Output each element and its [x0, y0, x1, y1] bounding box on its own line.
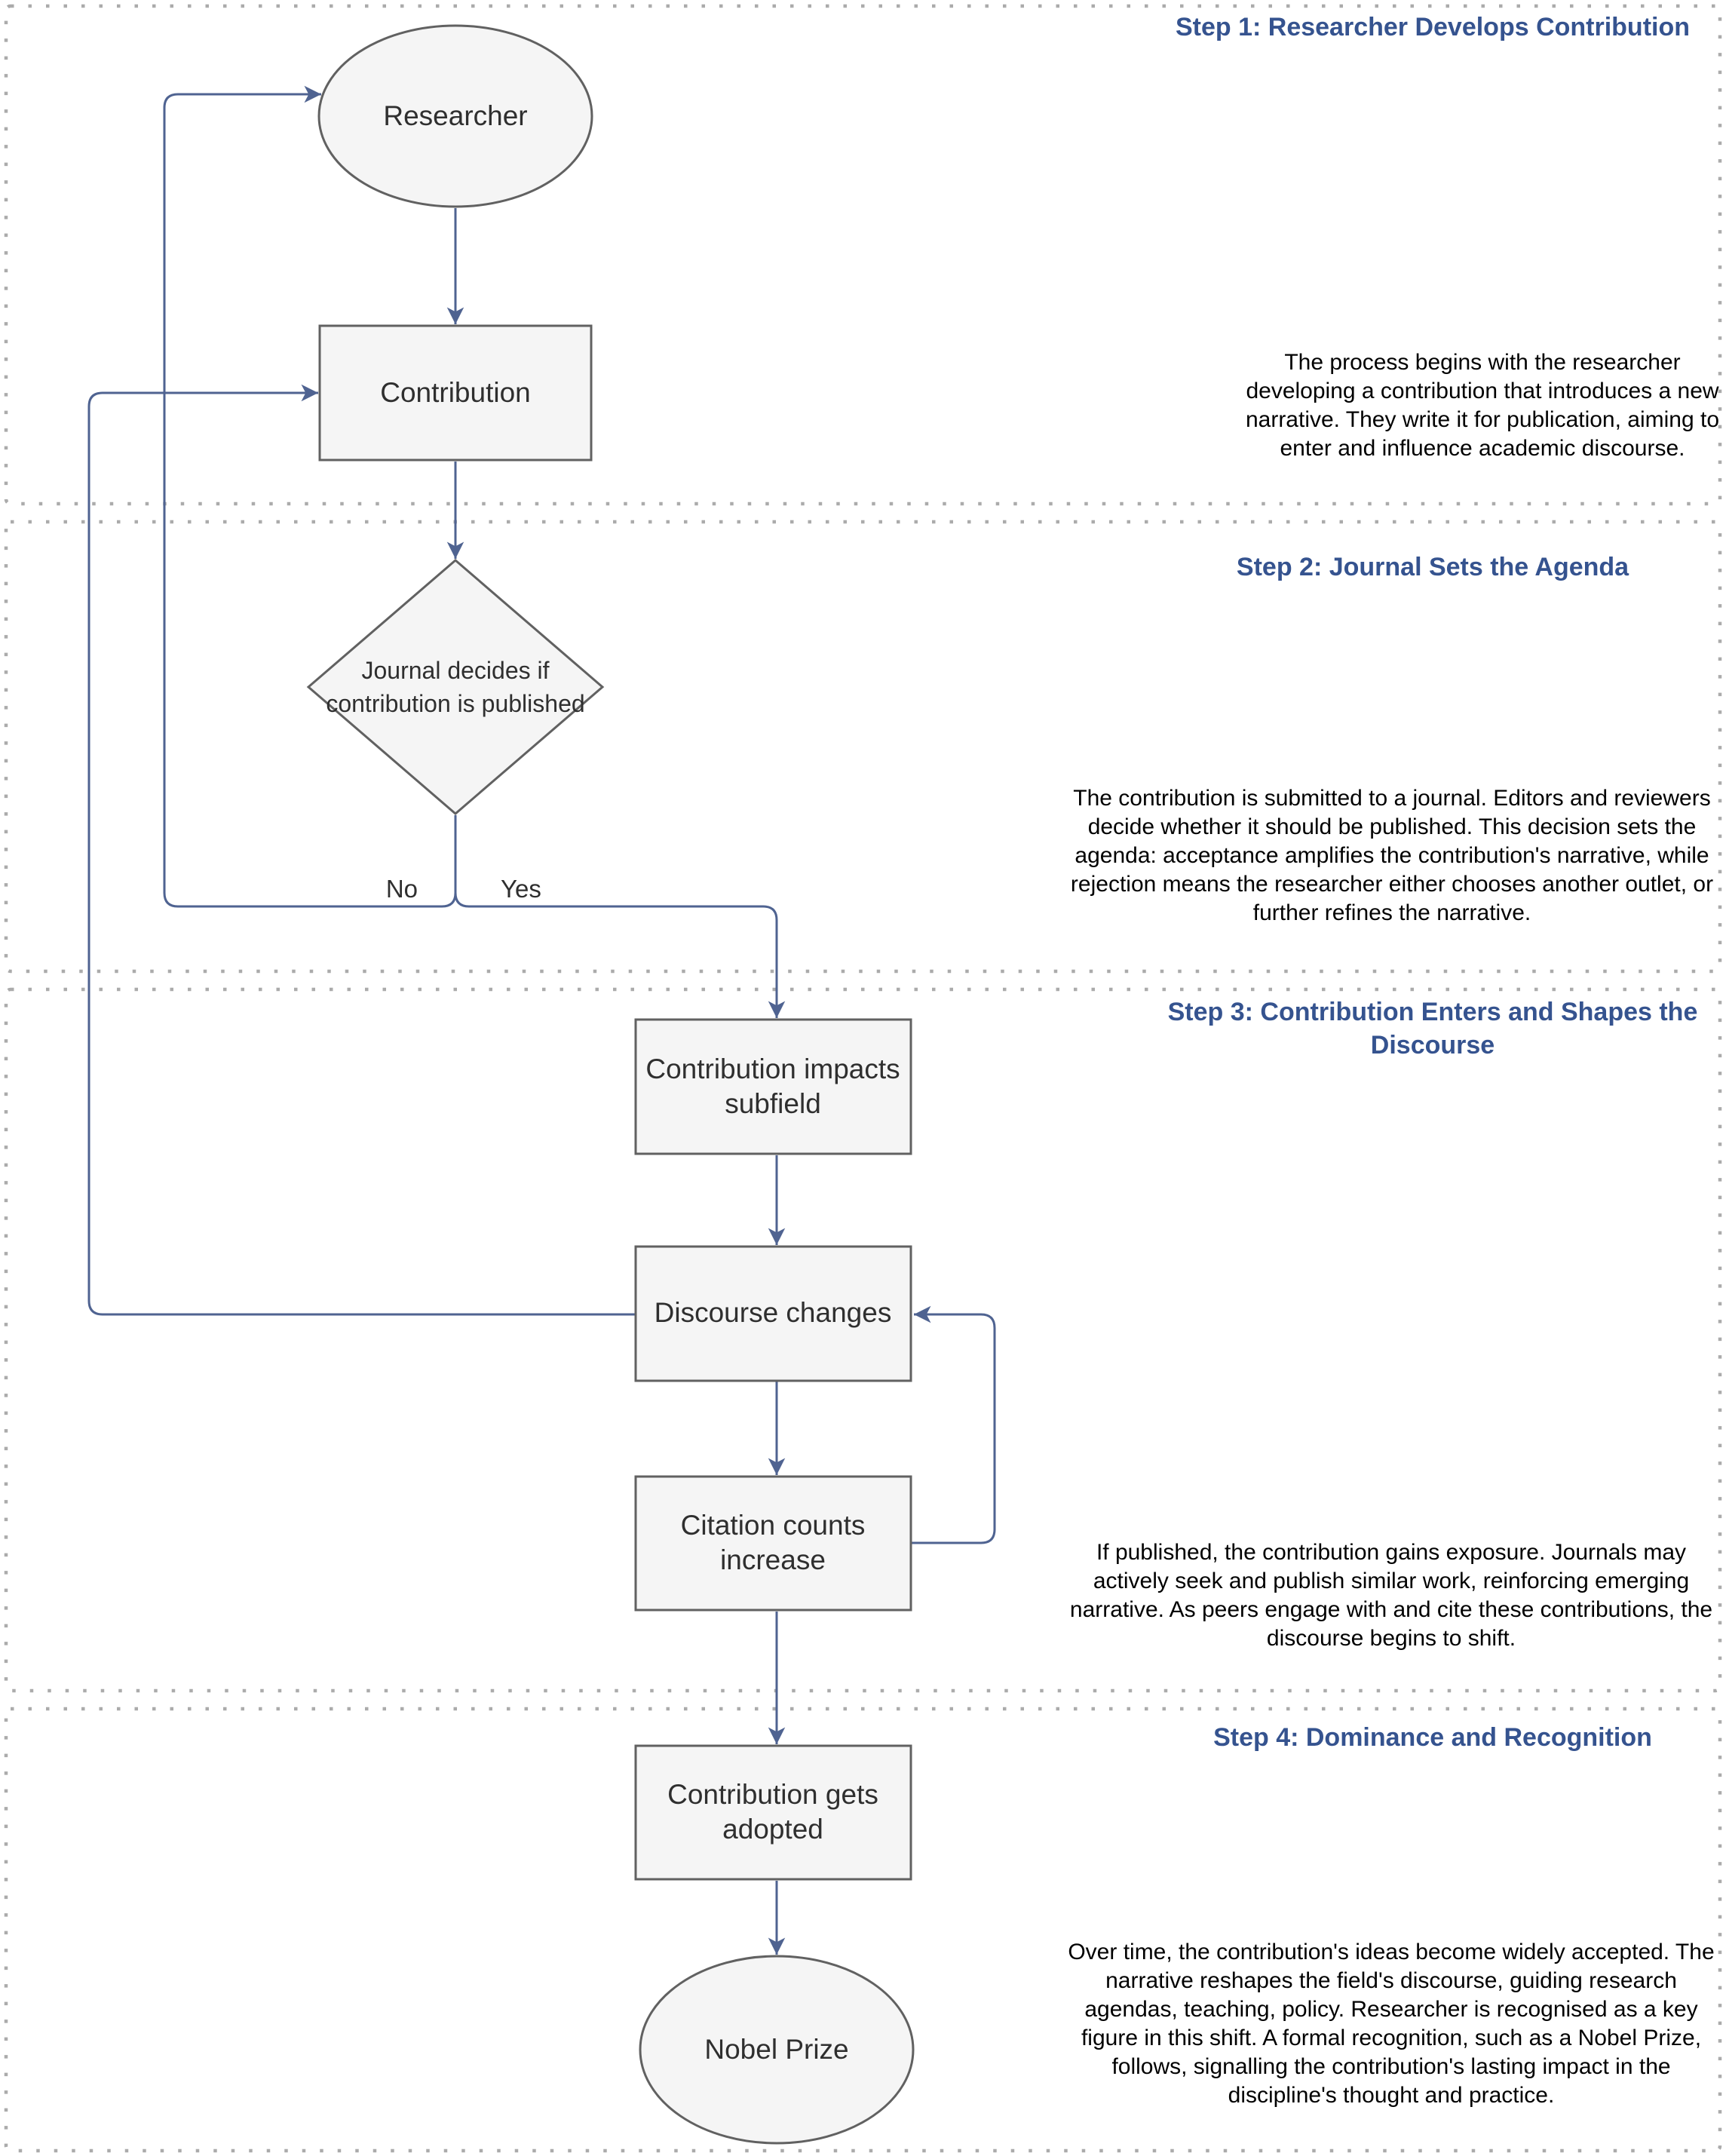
step4-description: Over time, the contribution's ideas beco… [1068, 1940, 1715, 2108]
edge-citations-to-discourse-loop [912, 1305, 996, 1544]
adopted-node-label: Contribution gets adopted [667, 1779, 878, 1845]
section-border-step3 [4, 987, 1722, 1693]
section-border-step1 [4, 4, 1722, 506]
step4-title: Step 4: Dominance and Recognition [1213, 1723, 1652, 1752]
researcher-node-shape [317, 24, 593, 208]
edge-decision-no-to-researcher [163, 85, 457, 908]
impacts-subfield-node-label: Contribution impacts subfield [645, 1053, 900, 1119]
citation-counts-node-label: Citation counts increase [680, 1510, 866, 1575]
step3-description: If published, the contribution gains exp… [1069, 1540, 1713, 1651]
section-border-step4 [4, 1707, 1722, 2153]
citation-counts-node-shape [634, 1475, 912, 1612]
section-border-step2 [4, 520, 1722, 974]
decision-yes-branch-label: Yes [501, 875, 541, 903]
step1-title: Step 1: Researcher Develops Contribution [1175, 13, 1691, 41]
step3-title: Step 3: Contribution Enters and Shapes t… [1167, 998, 1698, 1060]
nobel-prize-node-shape [639, 1955, 915, 2145]
contribution-node-label: Contribution [380, 377, 531, 408]
nobel-prize-node-label: Nobel Prize [704, 2034, 849, 2065]
decision-diamond-label: Journal decides if contribution is publi… [326, 657, 585, 717]
step2-description: The contribution is submitted to a journ… [1070, 786, 1714, 925]
adopted-node-shape [634, 1744, 912, 1881]
decision-no-branch-label: No [385, 875, 418, 903]
researcher-node-label: Researcher [383, 100, 528, 131]
impacts-subfield-node-shape [634, 1018, 912, 1155]
edge-discourse-to-contribution-loop [87, 384, 635, 1316]
edge-decision-yes-to-impacts [454, 815, 786, 1018]
discourse-changes-node-shape [634, 1245, 912, 1382]
discourse-changes-node-label: Discourse changes [654, 1297, 892, 1328]
step2-title: Step 2: Journal Sets the Agenda [1236, 553, 1629, 581]
decision-diamond-shape [306, 559, 605, 815]
contribution-node-shape [318, 324, 593, 462]
step1-description: The process begins with the researcher d… [1245, 350, 1720, 461]
